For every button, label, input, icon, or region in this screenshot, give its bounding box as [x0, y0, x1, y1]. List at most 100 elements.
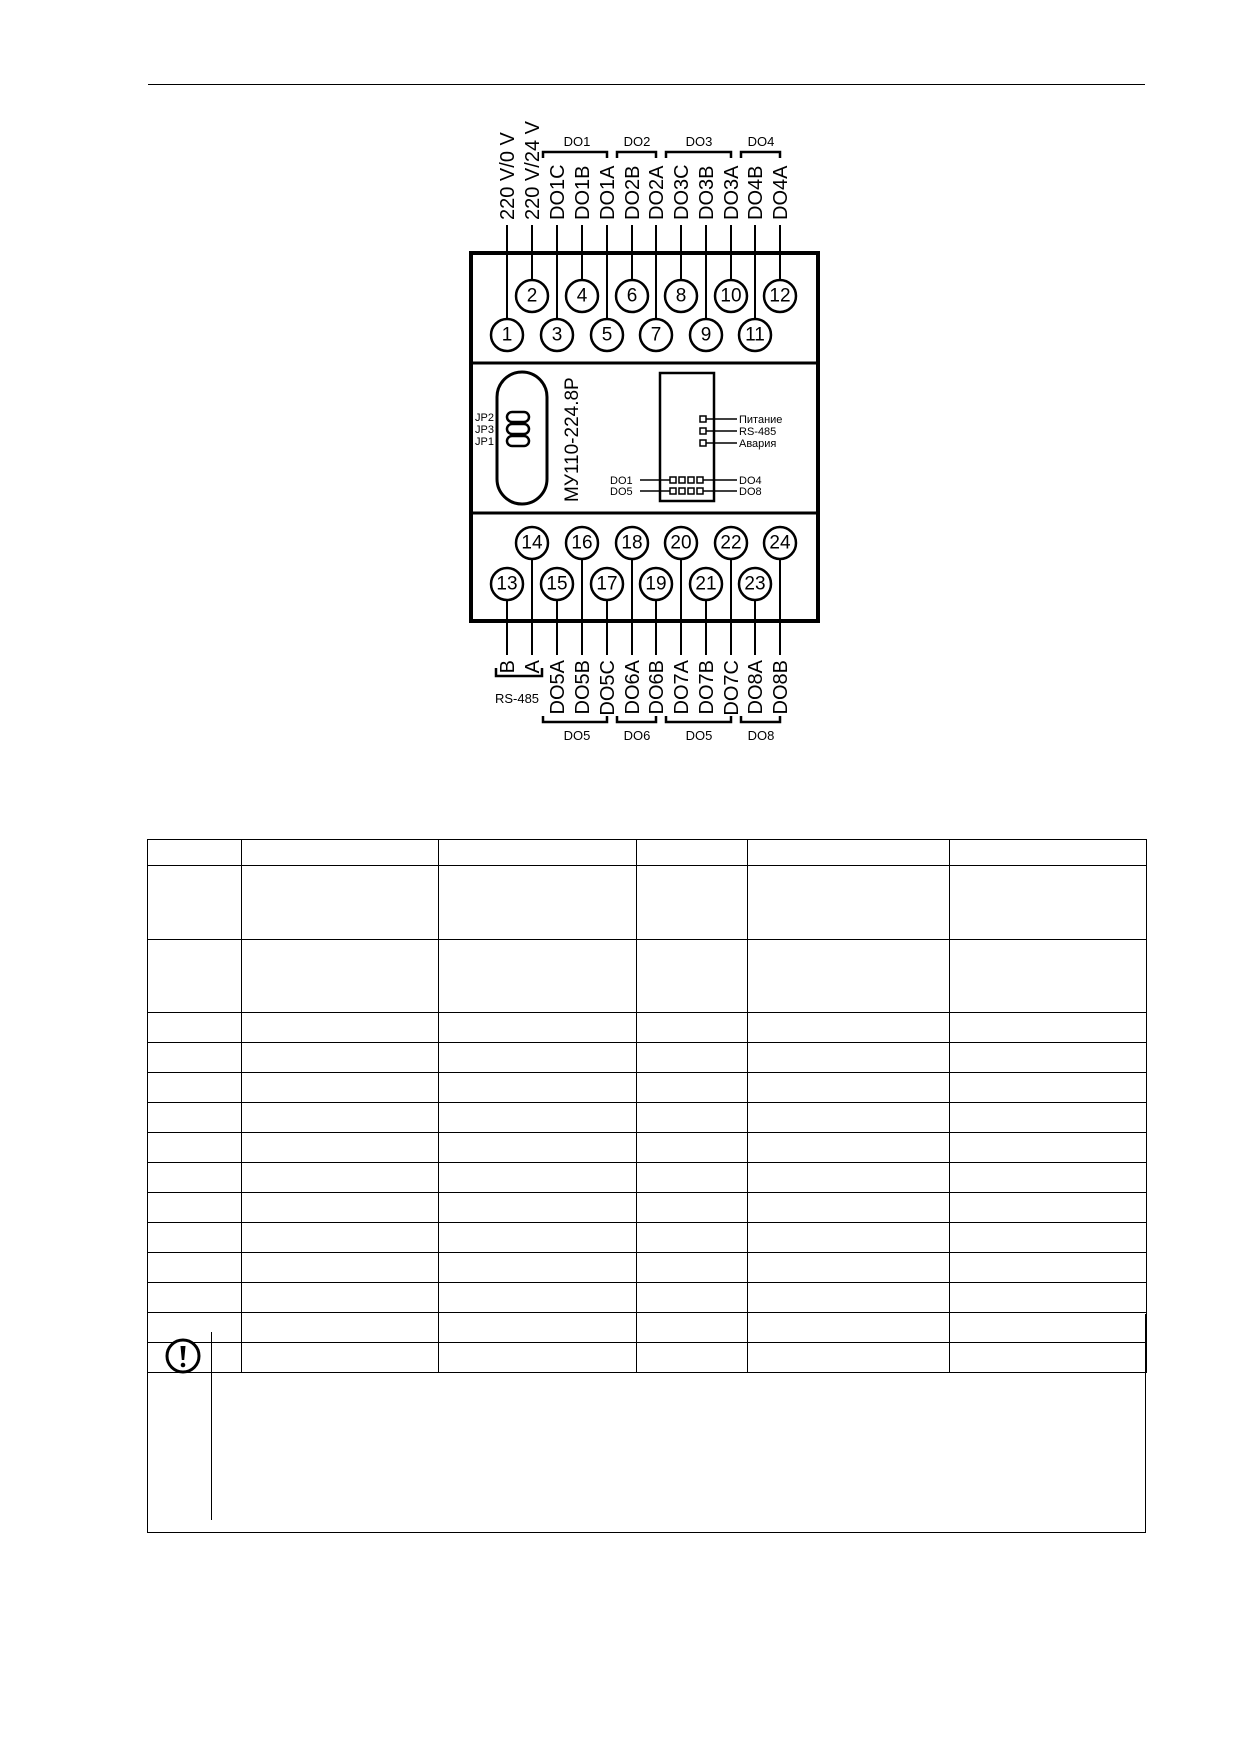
pin-label-22: DO7C: [721, 660, 743, 716]
table-cell: [949, 939, 1147, 1013]
table-cell: [241, 1072, 439, 1103]
table-cell: [438, 1222, 637, 1253]
table-row: [147, 1162, 1147, 1193]
pin-circle-20: [663, 525, 699, 561]
jumper-jp3: [505, 422, 531, 436]
table-cell: [949, 1282, 1147, 1313]
table-cell: [438, 1132, 637, 1163]
table-cell: [636, 1072, 748, 1103]
table-cell: [241, 1222, 439, 1253]
table-cell: [949, 1102, 1147, 1133]
pin-number-4: 4: [577, 286, 588, 307]
pin-circle-14: [514, 525, 550, 561]
pin-number-6: 6: [627, 286, 638, 307]
table-cell: [438, 1282, 637, 1313]
table-cell: [636, 939, 748, 1013]
pin-label-9: DO3B: [696, 166, 718, 220]
pin-label-1: 220 V/0 V: [497, 131, 519, 220]
table-cell: [949, 1072, 1147, 1103]
pin-circle-11: [737, 317, 773, 353]
table-cell: [747, 865, 950, 940]
table-cell: [636, 1102, 748, 1133]
table-row: [147, 939, 1147, 1013]
pin-label-10: DO3A: [721, 165, 743, 220]
pin-circle-9: [688, 317, 724, 353]
pin-circle-6: [614, 278, 650, 314]
pin-label-8: DO3C: [671, 164, 693, 220]
table-cell: [747, 1072, 950, 1103]
pin-circle-5: [589, 317, 625, 353]
table-cell: [241, 1342, 439, 1373]
do-led-label-do5: DO5: [610, 486, 633, 498]
table-cell: [241, 1132, 439, 1163]
table-cell: [438, 1072, 637, 1103]
do-led-label-do4: DO4: [739, 475, 762, 487]
table-cell: [147, 1102, 242, 1133]
pin-number-8: 8: [676, 286, 687, 307]
table-cell: [241, 1192, 439, 1223]
pin-number-10: 10: [720, 286, 741, 307]
table-cell: [747, 939, 950, 1013]
table-cell: [949, 1222, 1147, 1253]
table-cell: [636, 1222, 748, 1253]
table-row: [147, 1252, 1147, 1283]
table-cell: [241, 1162, 439, 1193]
table-cell: [438, 1192, 637, 1223]
jumper-label-jp1: JP1: [475, 436, 494, 448]
table-cell: [147, 1162, 242, 1193]
table-cell: [438, 1102, 637, 1133]
pin-number-21: 21: [695, 574, 716, 595]
table-cell: [949, 1192, 1147, 1223]
pin-number-16: 16: [571, 533, 592, 554]
table-cell: [147, 939, 242, 1013]
pin-label-14: A: [522, 659, 544, 673]
pin-number-9: 9: [701, 325, 712, 346]
pin-label-13: B: [497, 660, 519, 673]
table-cell: [949, 1042, 1147, 1073]
table-cell: [147, 1132, 242, 1163]
pin-number-15: 15: [546, 574, 567, 595]
pin-circle-13: [489, 566, 525, 602]
table-cell: [438, 1342, 637, 1373]
table-cell: [147, 1282, 242, 1313]
table-cell: [636, 1162, 748, 1193]
table-cell: [438, 939, 637, 1013]
table-cell: [241, 1012, 439, 1043]
pin-circle-18: [614, 525, 650, 561]
top-group-label-do2: DO2: [624, 134, 651, 149]
pin-label-16: DO5B: [572, 660, 594, 714]
do-led-label-do8: DO8: [739, 486, 762, 498]
table-cell: [241, 939, 439, 1013]
table-cell: [147, 1042, 242, 1073]
pin-circle-22: [713, 525, 749, 561]
top-group-label-do3: DO3: [686, 134, 713, 149]
table-row: [147, 1042, 1147, 1073]
table-row: [147, 1312, 1147, 1343]
indicator-panel: [658, 371, 716, 503]
status-leader-lines: [706, 418, 737, 444]
pin-number-12: 12: [769, 286, 790, 307]
pin-circle-3: [539, 317, 575, 353]
table-row: [147, 839, 1147, 866]
pin-label-11: DO4B: [745, 166, 767, 220]
pin-label-24: DO8B: [770, 660, 792, 714]
indicator-label-rs485: RS-485: [739, 426, 776, 438]
table-cell: [636, 839, 748, 866]
table-cell: [949, 865, 1147, 940]
table-cell: [241, 839, 439, 866]
pin-label-12: DO4A: [770, 165, 792, 220]
pin-number-2: 2: [527, 286, 538, 307]
table-cell: [438, 1042, 637, 1073]
table-cell: [747, 1222, 950, 1253]
jumper-jp2: [505, 410, 531, 424]
status-leds: [699, 415, 707, 447]
pin-circle-12: [762, 278, 798, 314]
table-cell: [636, 1342, 748, 1373]
table-row: [147, 1132, 1147, 1163]
table-cell: [147, 1192, 242, 1223]
table-cell: [636, 865, 748, 940]
indicator-label-power: Питание: [739, 414, 782, 426]
spec-table: [147, 839, 1147, 1373]
pin-number-24: 24: [769, 533, 791, 554]
table-cell: [949, 1252, 1147, 1283]
